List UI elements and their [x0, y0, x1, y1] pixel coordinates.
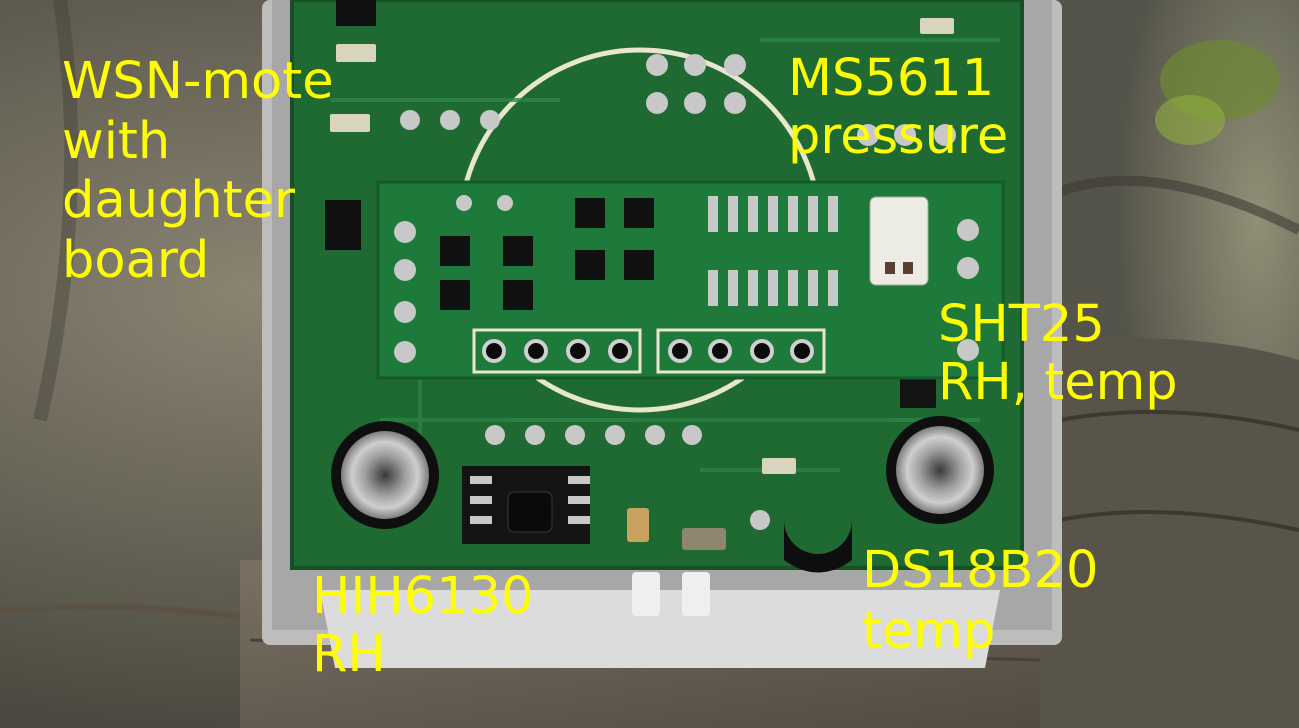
daughter-board — [376, 180, 1005, 380]
label-sht25-line: RH, temp — [938, 353, 1178, 413]
label-ds18b20: DS18B20 temp — [862, 540, 1098, 662]
label-hih6130: HIH6130 RH — [312, 567, 534, 685]
label-hih6130-line: HIH6130 — [312, 567, 534, 626]
label-wsn-mote-line: daughter — [62, 171, 295, 231]
label-wsn-mote-line: board — [62, 230, 210, 290]
label-sht25-line: SHT25 — [938, 295, 1105, 354]
label-ms5611: MS5611 pressure — [788, 49, 1009, 167]
label-hih6130-line: RH — [312, 625, 386, 685]
label-ds18b20-line: temp — [862, 602, 996, 662]
label-ms5611-line: pressure — [788, 107, 1009, 167]
label-wsn-mote-line: with — [62, 111, 171, 171]
label-sht25: SHT25 RH, temp — [938, 295, 1178, 413]
label-ms5611-line: MS5611 — [788, 49, 995, 108]
label-ds18b20-line: DS18B20 — [862, 541, 1099, 600]
label-wsn-mote-line: WSN-mote — [62, 52, 334, 111]
label-wsn-mote: WSN-mote with daughter board — [62, 52, 334, 291]
